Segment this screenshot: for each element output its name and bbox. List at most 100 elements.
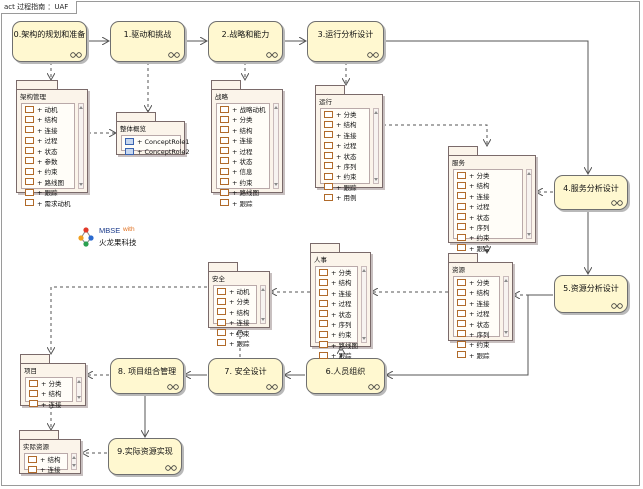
package-item[interactable]: + 过程	[457, 202, 519, 212]
package-item[interactable]: + 连接	[29, 400, 69, 410]
package-item[interactable]: + 分类	[457, 278, 496, 288]
package-item[interactable]: + ConceptRole2	[125, 147, 190, 157]
package-item[interactable]: + 序列	[457, 330, 496, 340]
package-item[interactable]: + 动机	[217, 287, 253, 297]
package-item[interactable]: + 结构	[319, 278, 354, 288]
package-item[interactable]: + 动机	[25, 105, 71, 115]
package-item[interactable]: + 结构	[457, 288, 496, 298]
package-item[interactable]: + 战略动机	[220, 105, 266, 115]
package-item[interactable]: + 过程	[457, 309, 496, 319]
package-item[interactable]: + 跟踪	[220, 199, 266, 209]
package-item[interactable]: + 结构	[29, 389, 69, 399]
package-item-label: + 序列	[469, 330, 490, 339]
package-personnel[interactable]: 人事 + 分类+ 结构+ 连接+ 过程+ 状态+ 序列+ 约束+ 路线图+ 跟踪	[310, 243, 371, 360]
package-item[interactable]: + 跟踪	[457, 351, 496, 361]
package-scrollbar[interactable]	[373, 108, 379, 184]
package-item[interactable]: + 参数	[25, 157, 71, 167]
package-item-label: + 信息	[232, 168, 253, 177]
package-item[interactable]: + 连接	[319, 289, 354, 299]
package-item[interactable]: + 连接	[220, 136, 266, 146]
package-item[interactable]: + 过程	[319, 299, 354, 309]
package-scrollbar[interactable]	[78, 103, 84, 189]
package-item[interactable]: + 序列	[319, 320, 354, 330]
package-security[interactable]: 安全 + 动机+ 分类+ 结构+ 连接+ 约束+ 跟踪	[208, 262, 270, 348]
package-scrollbar[interactable]	[273, 103, 279, 189]
action-9-actual-resources[interactable]: 9.实际资源实现	[108, 438, 182, 475]
action-5-resources[interactable]: 5.资源分析设计	[554, 275, 628, 313]
package-overview[interactable]: 整体概览 + ConceptRole1+ ConceptRole2	[116, 112, 190, 157]
package-actual-resources[interactable]: 实际资源 + 结构+ 连接	[19, 430, 81, 474]
package-item[interactable]: + 信息	[220, 167, 266, 177]
package-item[interactable]: + 约束	[457, 233, 519, 243]
package-item[interactable]: + 连接	[324, 131, 366, 141]
package-item[interactable]: + ConceptRole1	[125, 137, 190, 147]
package-item[interactable]: + 路线图	[319, 341, 358, 351]
action-2-strategy[interactable]: 2.战略和能力	[208, 21, 283, 62]
package-item[interactable]: + 跟踪	[457, 244, 519, 254]
package-item[interactable]: + 结构	[220, 126, 266, 136]
action-0-planning[interactable]: 0.架构的规划和准备	[12, 21, 87, 62]
package-item[interactable]: + 约束	[217, 329, 253, 339]
package-item[interactable]: + 状态	[324, 152, 366, 162]
package-items: + 战略动机+ 分类+ 结构+ 连接+ 过程+ 状态+ 信息+ 约束+ 路线图+…	[216, 103, 270, 208]
package-item[interactable]: + 用例	[324, 193, 366, 203]
package-item[interactable]: + 约束	[25, 167, 71, 177]
package-item[interactable]: + 状态	[319, 310, 354, 320]
package-scrollbar[interactable]	[526, 169, 532, 239]
package-item[interactable]: + 结构	[28, 455, 64, 465]
package-item[interactable]: + 跟踪	[217, 339, 253, 349]
package-item[interactable]: + 过程	[324, 141, 366, 151]
package-scrollbar[interactable]	[361, 266, 367, 343]
action-6-personnel[interactable]: 6.人员组织	[306, 358, 385, 394]
package-item[interactable]: + 序列	[457, 223, 519, 233]
package-item[interactable]: + 跟踪	[319, 351, 354, 361]
package-service[interactable]: 服务 + 分类+ 结构+ 连接+ 过程+ 状态+ 序列+ 约束+ 跟踪	[448, 146, 536, 253]
package-item[interactable]: + 约束	[319, 330, 354, 340]
package-item[interactable]: + 约束	[324, 172, 366, 182]
package-item[interactable]: + 结构	[25, 115, 71, 125]
package-item[interactable]: + 结构	[324, 120, 366, 130]
package-item[interactable]: + 需求动机	[25, 199, 71, 209]
package-project[interactable]: 项目 + 分类+ 结构+ 连接	[20, 354, 86, 409]
package-item[interactable]: + 连接	[217, 318, 253, 328]
package-item[interactable]: + 过程	[25, 136, 71, 146]
package-item[interactable]: + 序列	[324, 162, 366, 172]
package-item[interactable]: + 连接	[25, 126, 71, 136]
molecule-logo-icon	[78, 227, 94, 247]
package-item[interactable]: + 状态	[220, 157, 266, 167]
package-operations[interactable]: 运行 + 分类+ 结构+ 连接+ 过程+ 状态+ 序列+ 约束+ 跟踪+ 用例	[315, 85, 383, 202]
package-resource[interactable]: 资源 + 分类+ 结构+ 连接+ 过程+ 状态+ 序列+ 约束+ 跟踪	[448, 253, 513, 360]
package-scrollbar[interactable]	[260, 285, 266, 324]
package-item[interactable]: + 分类	[29, 379, 69, 389]
package-item[interactable]: + 约束	[457, 340, 496, 350]
package-item[interactable]: + 分类	[324, 110, 366, 120]
package-item[interactable]: + 结构	[457, 181, 519, 191]
package-item[interactable]: + 跟踪	[324, 183, 366, 193]
package-item[interactable]: + 分类	[217, 297, 253, 307]
package-item[interactable]: + 约束	[220, 178, 266, 188]
package-architecture-management[interactable]: 架构管理 + 动机+ 结构+ 连接+ 过程+ 状态+ 参数+ 约束+ 路线图+ …	[16, 80, 88, 208]
package-item[interactable]: + 分类	[457, 171, 519, 181]
package-item[interactable]: + 连接	[457, 192, 519, 202]
package-item[interactable]: + 路线图	[25, 178, 71, 188]
package-item[interactable]: + 连接	[28, 465, 64, 475]
package-item[interactable]: + 路线图	[220, 188, 266, 198]
package-item[interactable]: + 状态	[457, 213, 519, 223]
package-item[interactable]: + 状态	[25, 147, 71, 157]
package-scrollbar[interactable]	[503, 276, 509, 337]
package-strategy[interactable]: 战略 + 战略动机+ 分类+ 结构+ 连接+ 过程+ 状态+ 信息+ 约束+ 路…	[211, 80, 283, 208]
package-item[interactable]: + 状态	[457, 320, 496, 330]
package-item[interactable]: + 结构	[217, 308, 253, 318]
package-scrollbar[interactable]	[76, 377, 82, 402]
package-item[interactable]: + 跟踪	[25, 188, 71, 198]
action-3-operations[interactable]: 3.运行分析设计	[307, 21, 384, 62]
action-1-drivers[interactable]: 1.驱动和挑战	[110, 21, 185, 62]
action-8-portfolio[interactable]: 8. 项目组合管理	[110, 358, 184, 394]
package-item[interactable]: + 过程	[220, 147, 266, 157]
package-scrollbar[interactable]	[71, 453, 77, 470]
action-4-services[interactable]: 4.服务分析设计	[554, 175, 628, 210]
package-item[interactable]: + 分类	[319, 268, 354, 278]
package-item[interactable]: + 分类	[220, 115, 266, 125]
action-7-security[interactable]: 7. 安全设计	[208, 358, 283, 394]
package-item[interactable]: + 连接	[457, 299, 496, 309]
